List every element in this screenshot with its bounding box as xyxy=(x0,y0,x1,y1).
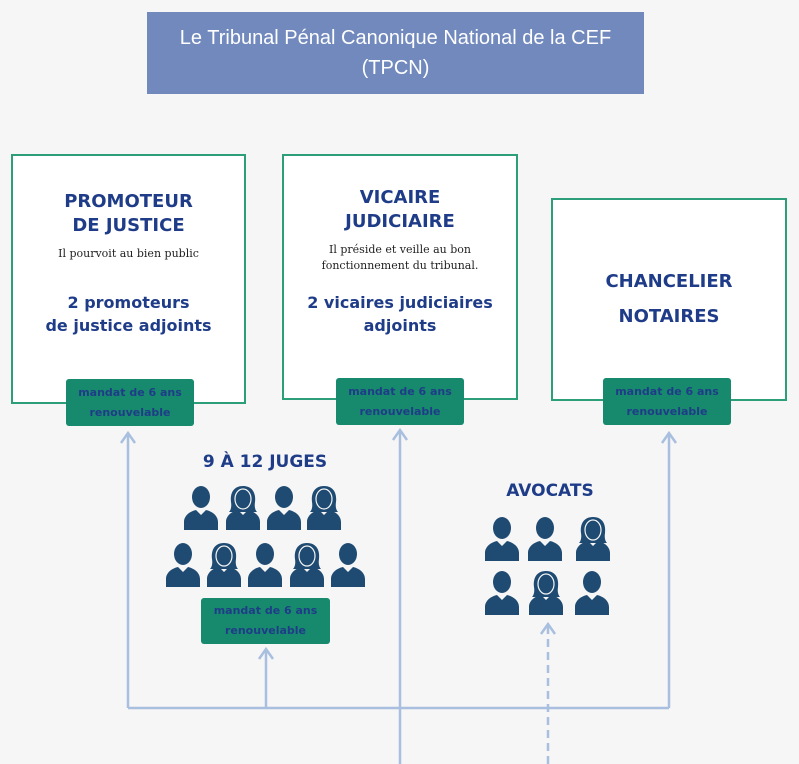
vicaire-heading: VICAIRE JUDICIAIRE xyxy=(284,186,516,234)
promoteur-description: Il pourvoit au bien public xyxy=(58,247,199,260)
mandat-line-1: mandat de 6 ans xyxy=(348,384,452,398)
mandat-line-2: renouvelable xyxy=(89,405,171,419)
promoteur-heading-line-2: DE JUSTICE xyxy=(72,215,185,236)
mandat-line-1: mandat de 6 ans xyxy=(78,385,182,399)
promoteur-heading: PROMOTEUR DE JUSTICE xyxy=(13,190,244,238)
promoteur-sub-line-2: de justice adjoints xyxy=(45,316,212,335)
page-title: Le Tribunal Pénal Canonique National de … xyxy=(147,12,644,94)
male-person-icon xyxy=(331,543,365,587)
chancelier-heading: CHANCELIER NOTAIRES xyxy=(553,264,785,334)
chancelier-heading-line-2: NOTAIRES xyxy=(618,306,720,327)
chancelier-heading-line-1: CHANCELIER xyxy=(605,271,733,292)
vicaire-mandat-badge: mandat de 6 ans renouvelable xyxy=(336,378,464,425)
female-person-icon xyxy=(307,486,341,530)
mandat-line-1: mandat de 6 ans xyxy=(213,604,318,617)
promoteur-subtitle: 2 promoteurs de justice adjoints xyxy=(13,291,244,337)
title-line-1: Le Tribunal Pénal Canonique National de … xyxy=(179,27,612,49)
female-person-icon xyxy=(226,486,260,530)
male-person-icon xyxy=(575,571,609,615)
juges-title: 9 À 12 JUGES xyxy=(202,452,328,472)
female-person-icon xyxy=(207,543,241,587)
vicaire-heading-line-2: JUDICIAIRE xyxy=(345,211,455,232)
avocats-title: AVOCATS xyxy=(506,481,594,501)
male-person-icon xyxy=(528,517,562,561)
promoteur-mandat-badge: mandat de 6 ans renouvelable xyxy=(66,379,194,426)
vicaire-description-line-1: Il préside et veille au bon xyxy=(329,243,471,256)
promoteur-sub-line-1: 2 promoteurs xyxy=(67,293,190,312)
mandat-line-1: mandat de 6 ans xyxy=(615,384,719,398)
title-line-2: (TPCN) xyxy=(361,57,430,79)
vicaire-sub-line-1: 2 vicaires judiciaires xyxy=(307,293,493,312)
promoteur-box: PROMOTEUR DE JUSTICE Il pourvoit au bien… xyxy=(11,154,246,404)
chancelier-mandat-badge: mandat de 6 ans renouvelable xyxy=(603,378,731,425)
mandat-line-2: renouvelable xyxy=(359,404,441,418)
male-person-icon xyxy=(248,543,282,587)
male-person-icon xyxy=(267,486,301,530)
female-person-icon xyxy=(290,543,324,587)
vicaire-description-line-2: fonctionnement du tribunal. xyxy=(321,259,479,272)
vicaire-box: VICAIRE JUDICIAIRE Il préside et veille … xyxy=(282,154,518,400)
chancelier-box: CHANCELIER NOTAIRES xyxy=(551,198,787,401)
promoteur-heading-line-1: PROMOTEUR xyxy=(64,191,193,212)
mandat-line-2: renouvelable xyxy=(224,624,307,637)
male-person-icon xyxy=(166,543,200,587)
mandat-line-2: renouvelable xyxy=(626,404,708,418)
vicaire-sub-line-2: adjoints xyxy=(363,316,437,335)
male-person-icon xyxy=(184,486,218,530)
juges-mandat-badge: mandat de 6 ans renouvelable xyxy=(201,598,330,644)
female-person-icon xyxy=(529,571,563,615)
female-person-icon xyxy=(576,517,610,561)
vicaire-heading-line-1: VICAIRE xyxy=(359,187,441,208)
vicaire-description: Il préside et veille au bon fonctionneme… xyxy=(284,242,516,274)
male-person-icon xyxy=(485,571,519,615)
male-person-icon xyxy=(485,517,519,561)
vicaire-subtitle: 2 vicaires judiciaires adjoints xyxy=(284,291,516,337)
